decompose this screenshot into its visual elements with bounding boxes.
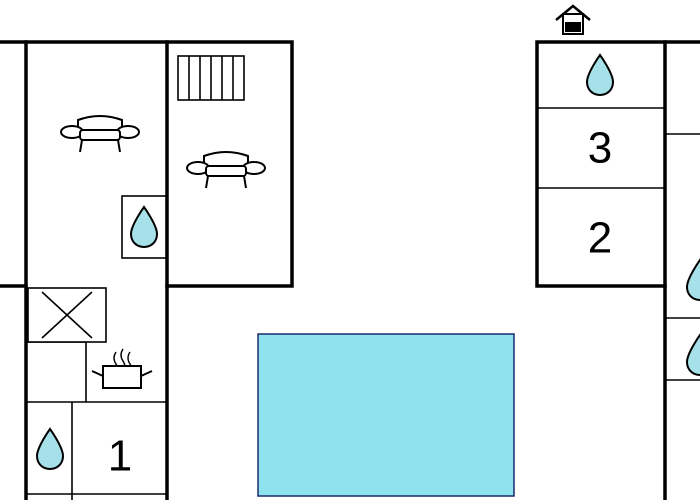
room-label-2: 2 <box>588 214 612 263</box>
right-building: 3 2 <box>535 40 700 500</box>
water-drop-icon <box>685 333 700 377</box>
water-drop-icon <box>35 427 65 471</box>
stove-icon <box>27 287 107 343</box>
house-icon <box>555 4 591 35</box>
radiator-icon <box>177 55 245 101</box>
room-label-3: 3 <box>588 124 612 173</box>
left-building: 1 <box>0 40 294 500</box>
sofa-icon <box>60 115 140 153</box>
cooking-pot-icon <box>91 348 153 389</box>
room-label-1: 1 <box>108 432 132 481</box>
sofa-icon <box>186 151 266 189</box>
water-drop-icon <box>685 258 700 302</box>
swimming-pool <box>257 333 515 497</box>
water-drop-icon <box>585 53 615 97</box>
